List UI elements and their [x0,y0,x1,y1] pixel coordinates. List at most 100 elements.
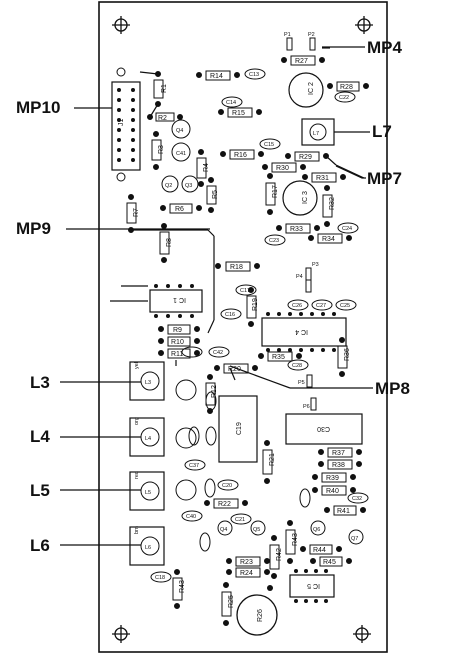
callout-mp10: MP10 [16,98,61,117]
svg-text:L6: L6 [145,545,151,551]
label-r18: R18 [230,264,243,271]
label-c17: C17 [240,288,250,294]
callout-l4: L4 [30,427,50,446]
label-q4-lower: Q4 [220,527,227,533]
label-c10: C40 [186,514,196,520]
ic5: IC 5 [289,569,335,603]
label-r19: R19 [252,298,259,311]
callout-mp4: MP4 [367,38,402,57]
label-c23: C23 [269,238,279,244]
label-q3: Q3 [185,183,192,189]
label-r44: R44 [313,547,326,554]
svg-text:C19: C19 [236,422,243,435]
label-r9: R9 [173,327,182,334]
label-c24: C24 [342,226,352,232]
label-c16: C16 [225,312,235,318]
label-j1: J1 [118,119,125,127]
ic1: IC 1 [149,284,203,318]
label-r33: R33 [290,226,303,233]
label-r14: R14 [210,73,223,80]
label-r34: R34 [322,236,335,243]
label-r39: R39 [326,475,339,482]
label-c13: C13 [249,72,259,78]
label-q7: Q7 [351,536,358,542]
label-r20: R20 [228,366,241,373]
label-r24: R24 [240,570,253,577]
label-q2: Q2 [165,183,172,189]
svg-text:C30: C30 [317,425,330,432]
svg-text:L5: L5 [145,490,151,496]
label-r32: R32 [329,197,336,210]
board-outline [98,1,388,653]
callout-mp7: MP7 [367,169,402,188]
label-r35: R35 [272,354,285,361]
inductor-l7: L7 [301,118,335,146]
label-r31: R31 [316,175,329,182]
mounting-hole [112,625,130,643]
label-p3: P3 [312,262,319,268]
label-p4: P4 [296,274,303,280]
coil-l6: L6 brn [129,526,165,566]
label-r21: R21 [269,453,276,466]
capacitor-c19: C19 [218,395,258,463]
svg-text:R26: R26 [257,609,264,622]
mounting-hole [355,16,373,34]
label-r23: R23 [240,559,253,566]
svg-text:brn: brn [134,526,140,534]
trimmer-r26: R26 [236,585,278,636]
mounting-hole [112,16,130,34]
label-r12: R12 [211,385,218,398]
svg-text:L4: L4 [145,436,151,442]
mounting-hole [353,625,371,643]
label-r2: R2 [158,115,167,122]
svg-text:IC 4: IC 4 [295,328,308,335]
callout-l3: L3 [30,373,50,392]
label-q6: Q6 [313,527,320,533]
label-r36: R36 [344,348,351,361]
label-r43-lower: R43 [179,580,186,593]
label-r16: R16 [234,152,247,159]
label-c41: C41 [176,151,186,157]
label-r45: R45 [323,559,336,566]
label-p2: P2 [308,32,315,38]
label-q5: Q5 [253,527,260,533]
svg-text:org: org [134,417,140,425]
label-p6: P6 [303,404,310,410]
svg-text:yel: yel [134,362,140,369]
label-r7: R7 [133,208,140,217]
label-r15: R15 [232,110,245,117]
coil-l5: L5 red [129,471,197,511]
label-r25: R25 [228,595,235,608]
leader-mp8 [229,365,291,389]
callout-l5: L5 [30,481,50,500]
capacitor-c30: C30 [285,413,363,445]
label-q4: Q4 [176,128,183,134]
label-c27: C27 [316,303,326,309]
svg-text:IC 1: IC 1 [173,296,186,303]
label-c15: C15 [264,142,274,148]
label-r43-upper: R43 [292,533,299,546]
ic4: IC 4 [261,312,347,352]
label-p1: P1 [284,32,291,38]
ic3: IC 3 [282,180,318,216]
label-r17: R17 [272,185,279,198]
coil-l3: L3 yel [129,361,197,401]
label-c22: C22 [339,95,349,101]
ic2: IC 2 [288,72,324,108]
callout-mp8: MP8 [375,379,410,398]
label-r5: R5 [212,190,219,199]
label-r28: R28 [340,84,353,91]
label-c12: C42 [213,350,223,356]
label-p5: P5 [298,380,305,386]
label-c18: C18 [155,575,165,581]
label-r6: R6 [175,206,184,213]
svg-text:L7: L7 [313,131,319,137]
svg-text:red: red [134,471,140,479]
label-r41: R41 [337,508,350,515]
label-r42: R42 [276,548,283,561]
label-r1: R1 [161,84,168,93]
label-r11: R11 [171,351,183,358]
svg-text:IC 3: IC 3 [302,191,309,204]
label-r22: R22 [218,501,231,508]
